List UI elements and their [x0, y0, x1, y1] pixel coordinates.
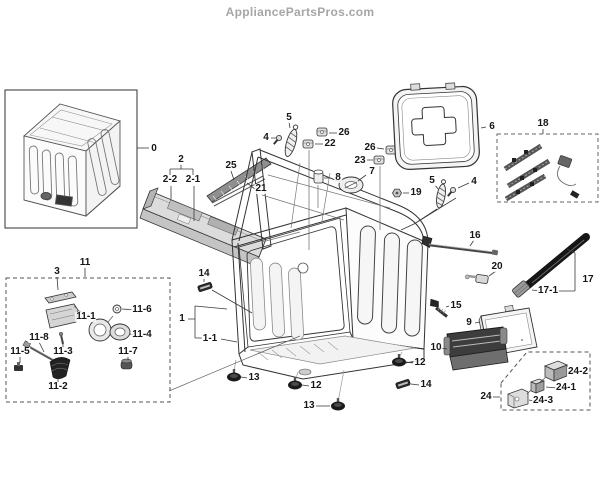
part-label-16: 16 — [468, 230, 482, 241]
part-label-24: 24 — [479, 391, 493, 402]
part-8-damper — [313, 169, 324, 184]
part-11-6-ring — [112, 304, 122, 314]
part-23-clip — [373, 155, 385, 165]
part-4-screw-top — [273, 135, 282, 145]
part-10-bracket — [443, 326, 509, 371]
part-11-7-bushing — [120, 358, 133, 370]
part-label-19: 19 — [409, 187, 423, 198]
part-label-22: 22 — [323, 138, 337, 149]
part-label-11: 11 — [78, 257, 92, 268]
part-14-clip-left — [197, 282, 213, 292]
part-19-bolt — [392, 188, 402, 198]
part-24-1 — [530, 378, 545, 394]
part-label-24-3: 24-3 — [531, 395, 555, 406]
leader-lines — [19, 121, 576, 407]
part-label-9: 9 — [465, 317, 473, 328]
part-label-2: 2 — [177, 154, 185, 165]
part-label-11-8: 11-8 — [28, 332, 50, 343]
part-label-18: 18 — [536, 118, 550, 129]
part-12-foot-right — [392, 354, 406, 367]
part-16-rod — [421, 235, 499, 256]
part-17-1-clamp — [512, 280, 530, 298]
part-label-24-1: 24-1 — [554, 382, 578, 393]
part-label-21: 21 — [254, 183, 268, 194]
part-label-14-right: 14 — [419, 379, 433, 390]
part-label-4-top: 4 — [262, 132, 270, 143]
part-26-clip-right — [385, 145, 397, 155]
part-label-14-left: 14 — [197, 268, 211, 279]
part-14-clip-right — [395, 379, 411, 389]
part-label-8: 8 — [334, 172, 342, 183]
part-label-13-bottom: 13 — [302, 400, 316, 411]
part-21-strip — [211, 175, 266, 207]
part-label-11-7: 11-7 — [117, 346, 139, 357]
part-label-12-right: 12 — [413, 357, 427, 368]
part-11-damper-group — [5, 277, 171, 403]
part-label-10: 10 — [429, 342, 443, 353]
part-24-3 — [507, 388, 529, 409]
part-label-11-4: 11-4 — [131, 329, 153, 340]
part-5-spring-right — [436, 179, 446, 209]
part-7-grommet — [338, 176, 364, 194]
inset-frame-assembly — [4, 89, 138, 229]
part-24-switch-group — [500, 351, 591, 411]
part-label-1: 1 — [178, 313, 186, 324]
part-label-11-3: 11-3 — [52, 346, 74, 357]
part-label-26-left: 26 — [337, 127, 351, 138]
part-4-screw-right — [447, 187, 456, 197]
part-6-rear-cover — [392, 82, 480, 170]
part-label-11-2: 11-2 — [47, 381, 69, 392]
part-11-4-damper — [86, 312, 131, 342]
part-label-17-1: 17-1 — [536, 285, 560, 296]
part-label-11-6: 11-6 — [131, 304, 153, 315]
part-label-0: 0 — [150, 143, 158, 154]
part-label-17: 17 — [581, 274, 595, 285]
part-18-harness-group — [496, 133, 599, 203]
part-label-2-1: 2-1 — [184, 174, 202, 185]
part-5-spring-top — [284, 124, 299, 157]
part-label-23: 23 — [353, 155, 367, 166]
part-label-3: 3 — [53, 266, 61, 277]
part-label-25: 25 — [224, 160, 238, 171]
part-26-clip-left — [316, 127, 328, 137]
part-label-2-2: 2-2 — [161, 174, 179, 185]
part-label-7: 7 — [368, 166, 376, 177]
part-label-4-right: 4 — [470, 176, 478, 187]
part-label-12-front: 12 — [309, 380, 323, 391]
part-17-hose — [512, 233, 590, 298]
part-12-foot-front — [288, 377, 302, 390]
part-13-foot-bottom — [331, 398, 345, 411]
part-label-5-right: 5 — [428, 175, 436, 186]
part-label-11-5: 11-5 — [9, 346, 31, 357]
part-11-2-damper-cap — [49, 357, 71, 380]
watermark-text: AppliancePartsPros.com — [225, 5, 375, 19]
part-label-5-top: 5 — [285, 112, 293, 123]
part-2-top-frame — [139, 187, 267, 267]
part-label-13-left: 13 — [247, 372, 261, 383]
part-label-6: 6 — [488, 121, 496, 132]
part-label-15: 15 — [449, 300, 463, 311]
part-13-foot-left — [227, 369, 241, 382]
part-11-5-cap — [14, 362, 23, 371]
part-label-24-2: 24-2 — [566, 366, 590, 377]
part-label-20: 20 — [490, 261, 504, 272]
part-20-fitting — [464, 274, 489, 284]
main-cabinet-frame — [231, 148, 429, 403]
part-label-1-1: 1-1 — [201, 333, 219, 344]
part-label-26-right: 26 — [363, 142, 377, 153]
part-3-bracket — [44, 291, 77, 304]
part-15-bolt — [430, 298, 448, 318]
part-22-clip — [302, 139, 314, 149]
part-label-11-1: 11-1 — [75, 311, 97, 322]
